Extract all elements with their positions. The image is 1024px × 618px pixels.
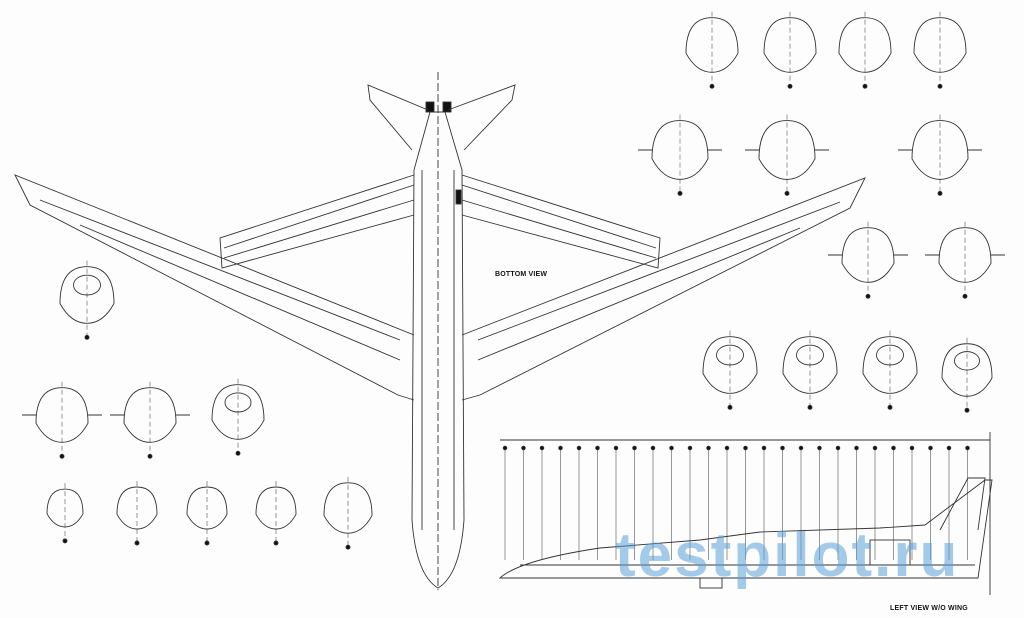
station-dot [743, 445, 748, 451]
station-dot [502, 445, 508, 451]
cross-section [763, 17, 817, 73]
wings [14, 174, 866, 401]
cross-section [685, 17, 739, 73]
section-dot [84, 334, 90, 340]
left-view-label: LEFT VIEW W/O WING [890, 605, 968, 612]
cross-section [838, 17, 892, 73]
station-dot [724, 445, 730, 451]
section-dot [235, 450, 241, 456]
section-dot [784, 190, 790, 196]
section-dot [807, 404, 813, 410]
station-dot [650, 445, 656, 451]
flap-booms [219, 174, 661, 269]
section-dot [709, 83, 715, 89]
cross-section [211, 384, 265, 440]
section-dot [273, 540, 279, 546]
station-dot [946, 445, 952, 451]
cross-section [782, 336, 838, 394]
cross-section [911, 120, 969, 180]
cross-section [323, 482, 373, 534]
section-dot [862, 83, 868, 89]
cross-section [913, 17, 967, 73]
cross-section [116, 486, 158, 530]
section-dot [727, 404, 733, 410]
section-dot [887, 404, 893, 410]
cross-section [186, 486, 228, 530]
cross-section [46, 488, 84, 528]
cross-section [651, 120, 709, 180]
station-dot [632, 445, 637, 451]
section-dot [345, 544, 351, 550]
cross-section [758, 120, 816, 180]
cross-section [938, 227, 992, 283]
cross-section [255, 486, 297, 530]
station-dot [539, 445, 545, 451]
section-dot [937, 190, 943, 196]
cross-section [702, 336, 758, 394]
section-dot [59, 453, 65, 459]
station-dot [965, 445, 970, 451]
station-dot [854, 445, 859, 451]
section-dot [787, 83, 793, 89]
section-dot [964, 407, 970, 413]
cross-section [941, 343, 993, 397]
watermark: testpilot.ru [615, 521, 960, 590]
cross-section [35, 387, 89, 443]
fuselage-bottom-view [411, 72, 465, 590]
bottom-view-label: BOTTOM VIEW [495, 271, 548, 278]
station-dot [669, 445, 674, 451]
station-dot [891, 445, 896, 451]
station-dot [798, 445, 804, 451]
horizontal-tail [367, 84, 516, 151]
section-dot [134, 540, 140, 546]
cross-section [862, 336, 918, 394]
section-dot [62, 538, 68, 544]
cross-section [841, 227, 895, 283]
station-dot [928, 445, 933, 451]
section-dot [677, 190, 683, 196]
station-dot [817, 445, 822, 451]
section-dot [937, 83, 943, 89]
station-dot [780, 445, 785, 451]
section-dot [147, 453, 153, 459]
station-dot [521, 445, 526, 451]
cross-section [123, 387, 177, 443]
cross-section [59, 266, 115, 324]
station-dot [613, 445, 619, 451]
station-dot [687, 445, 693, 451]
station-dot [872, 445, 878, 451]
section-dot [962, 293, 968, 299]
station-dot [706, 445, 711, 451]
station-dot [576, 445, 582, 451]
station-dot [595, 445, 600, 451]
left-view-without-wing [498, 432, 993, 595]
station-dot [558, 445, 563, 451]
station-dot [761, 445, 767, 451]
station-dot [909, 445, 915, 451]
station-dot [835, 445, 841, 451]
section-dot [865, 293, 871, 299]
section-dot [204, 540, 210, 546]
cross-sections [22, 11, 1005, 550]
